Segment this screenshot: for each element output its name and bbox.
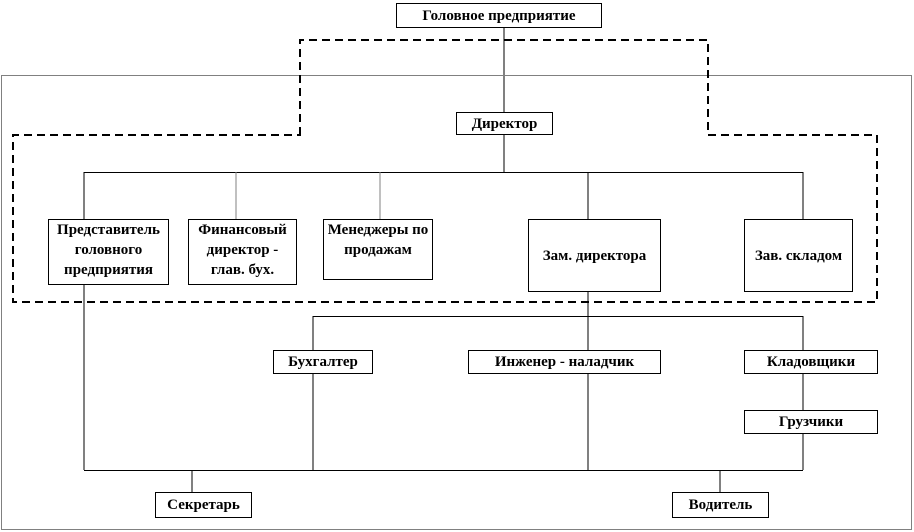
node-accountant: Бухгалтер — [273, 350, 373, 374]
node-warehouse-head: Зав. складом — [744, 219, 853, 292]
node-secretary: Секретарь — [155, 492, 252, 518]
node-director: Директор — [456, 112, 553, 135]
node-engineer: Инженер - наладчик — [468, 350, 661, 374]
node-rep-head-company: Представитель головного предприятия — [48, 219, 169, 285]
node-driver: Водитель — [672, 492, 769, 518]
management-boundary — [12, 39, 878, 303]
node-storekeepers: Кладовщики — [744, 350, 878, 374]
node-deputy-director: Зам. директора — [528, 219, 661, 292]
node-sales-managers: Менеджеры по продажам — [323, 219, 433, 280]
node-head-company: Головное предприятие — [396, 3, 602, 28]
node-financial-director: Финансовый директор - глав. бух. — [188, 219, 297, 285]
org-links — [83, 27, 804, 492]
enterprise-boundary — [1, 75, 912, 530]
node-loaders: Грузчики — [744, 410, 878, 434]
